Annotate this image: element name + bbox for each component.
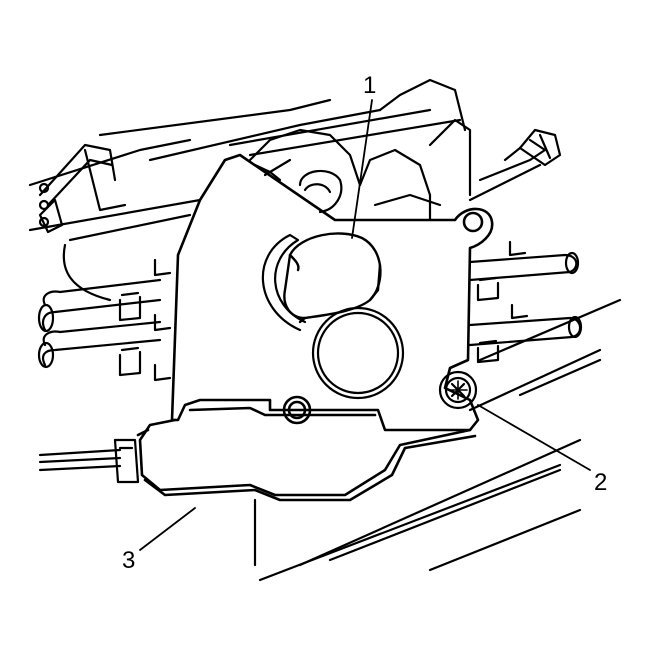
leader-line-3 <box>139 507 196 551</box>
right-hoses <box>468 240 583 364</box>
leader-line-1 <box>351 99 373 239</box>
leader-lines <box>139 99 591 551</box>
wiring-harness <box>38 438 140 484</box>
retaining-screw <box>438 370 478 410</box>
lever-slot <box>261 233 405 400</box>
motor-body <box>248 128 442 222</box>
leader-line-2 <box>477 404 591 471</box>
callout-3: 3 <box>122 547 135 574</box>
callout-2: 2 <box>594 469 607 496</box>
left-hoses <box>37 258 172 382</box>
callout-labels: 1 2 3 <box>122 72 607 574</box>
callout-1: 1 <box>363 72 376 99</box>
background-structure <box>28 78 622 582</box>
actuator-housing <box>136 153 494 502</box>
upper-bracket <box>38 143 127 234</box>
actuator-lever <box>283 232 382 324</box>
conduit-upper-right <box>503 128 562 167</box>
